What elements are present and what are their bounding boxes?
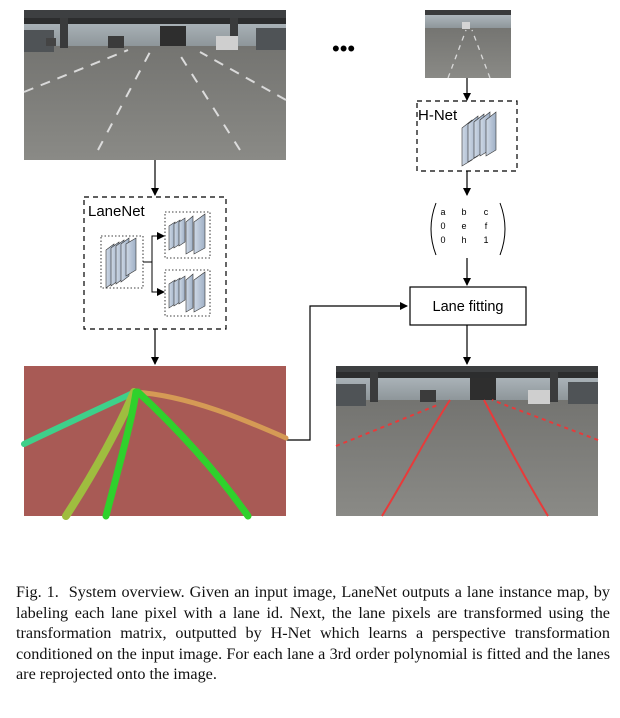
output-image [336, 366, 598, 516]
lane-fitting-label: Lane fitting [433, 299, 504, 315]
figure-caption: Fig. 1.System overview. Given an input i… [16, 582, 610, 685]
matrix-cell: b [461, 207, 466, 217]
transformation-matrix: a b c 0 e f 0 h 1 [431, 203, 505, 255]
hnet-input-image [425, 10, 511, 78]
encoder-layers [106, 238, 136, 288]
hnet-label: H-Net [418, 107, 458, 124]
matrix-cell: 0 [440, 235, 445, 245]
matrix-cell: f [485, 221, 488, 231]
decoder-segmentation-layers [169, 272, 205, 312]
lanenet-box: LaneNet [84, 197, 226, 329]
matrix-cell: 0 [440, 221, 445, 231]
matrix-cell: a [440, 207, 445, 217]
system-overview-diagram: ••• LaneNet [0, 0, 620, 560]
matrix-cell: 1 [483, 235, 488, 245]
input-image [24, 10, 286, 160]
caption-label: Fig. 1. [16, 583, 59, 601]
matrix-cell: c [484, 207, 489, 217]
lane-fitting-box: Lane fitting [410, 287, 526, 325]
caption-text: System overview. Given an input image, L… [16, 583, 610, 683]
decoder-embedding-layers [169, 214, 205, 254]
lanenet-label: LaneNet [88, 203, 146, 220]
hnet-box: H-Net [417, 101, 517, 171]
ellipsis: ••• [332, 36, 355, 61]
matrix-cell: h [461, 235, 466, 245]
lane-instance-map [24, 366, 286, 516]
matrix-cell: e [461, 221, 466, 231]
hnet-layers [462, 112, 496, 166]
